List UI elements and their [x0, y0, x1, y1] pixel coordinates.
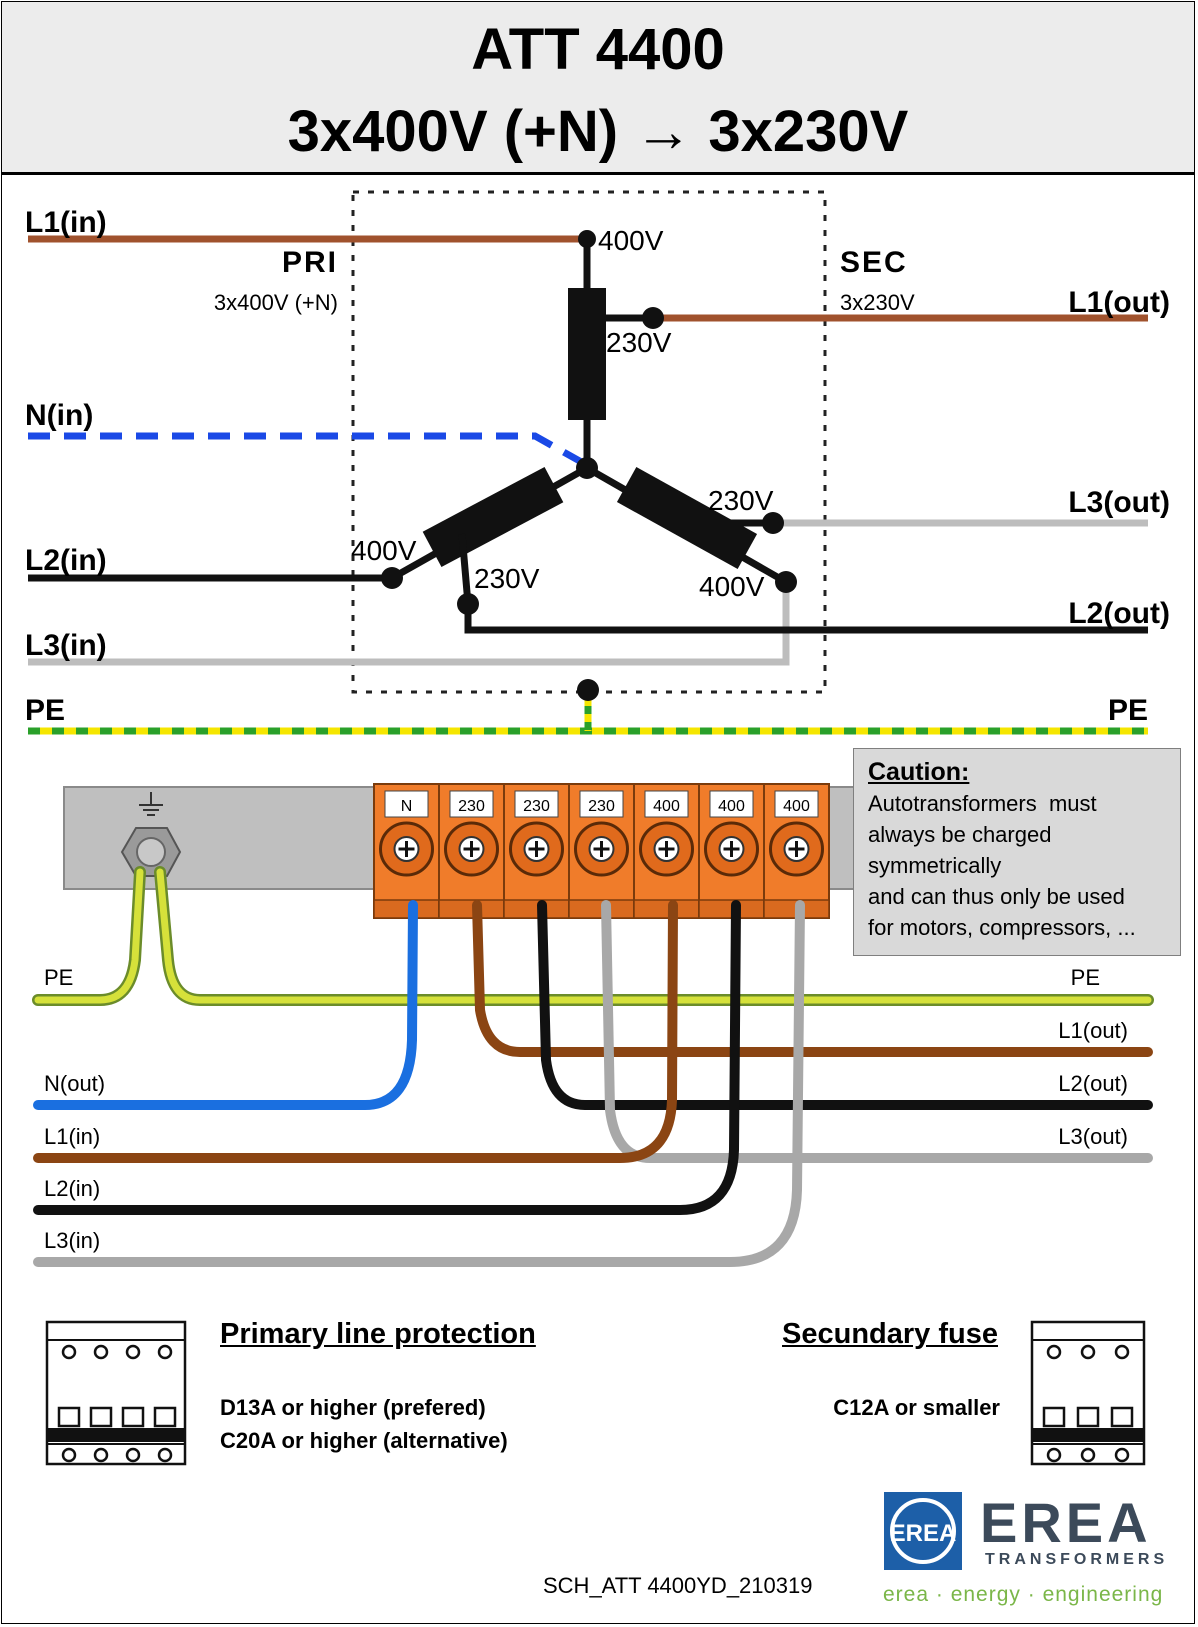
label-l2-out: L2(out): [1068, 597, 1170, 630]
pe-right-wire-core: [156, 868, 1152, 1004]
wire-label-l1-out: L1(out): [1058, 1018, 1128, 1043]
wire-label-l3-out: L3(out): [1058, 1124, 1128, 1149]
primary-protection-line-1: D13A or higher (prefered): [220, 1395, 486, 1420]
node-l3-230: [762, 512, 784, 534]
node-neutral: [576, 457, 598, 479]
breaker-4pole-icon: [45, 1320, 187, 1466]
subtitle: 3x400V (+N) → 3x230V: [287, 99, 909, 164]
caution-line-4: and can thus only be used: [868, 884, 1125, 909]
node-l3-400: [775, 571, 797, 593]
tap-label-l1-400: 400V: [598, 225, 664, 256]
terminal-label-5: 400: [718, 798, 745, 815]
secondary-fuse-title: Secundary fuse: [782, 1318, 998, 1350]
terminal-label-2: 230: [523, 798, 550, 815]
terminal-5: 400: [698, 783, 765, 919]
l3-in-line: [28, 582, 790, 666]
wire-label-l2-out: L2(out): [1058, 1071, 1128, 1096]
terminal-4: 400: [633, 783, 700, 919]
terminal-6: 400: [763, 783, 830, 919]
label-l2-in: L2(in): [25, 544, 107, 577]
document-id: SCH_ATT 4400YD_210319: [543, 1573, 813, 1598]
caution-line-1: Autotransformers must: [868, 791, 1097, 816]
brand-name: EREA: [980, 1491, 1152, 1554]
label-l3-in: L3(in): [25, 629, 107, 662]
terminal-1: 230: [438, 783, 505, 919]
brand-tagline: erea · energy · engineering: [883, 1583, 1164, 1606]
label-pe-in: PE: [25, 694, 65, 727]
brand-subtitle: TRANSFORMERS: [985, 1551, 1169, 1568]
erea-logo-icon: EREA: [884, 1492, 962, 1570]
tap-label-l2-230: 230V: [474, 563, 540, 594]
caution-line-3: symmetrically: [868, 853, 1002, 878]
wire-label-n-out: N(out): [44, 1071, 105, 1096]
n-out-wire: [33, 900, 418, 1110]
winding-l2: [422, 466, 564, 568]
label-l1-out: L1(out): [1068, 286, 1170, 319]
logo-letters: EREA: [890, 1520, 957, 1547]
l2-in-wire: [33, 900, 741, 1215]
terminal-label-1: 230: [458, 798, 485, 815]
ground-icon: [139, 792, 163, 816]
label-sec: SEC: [840, 246, 908, 279]
schematic: L1(in) N(in) L2(in) L3(in) PE L1(out) L3…: [25, 190, 1170, 735]
tap-label-l1-230: 230V: [606, 327, 672, 358]
caution-box: Caution: Autotransformers must always be…: [853, 748, 1181, 956]
earth-bolt-head: [136, 837, 166, 867]
caution-line-2: always be charged: [868, 822, 1052, 847]
terminal-label-4: 400: [653, 798, 680, 815]
terminal-label-6: 400: [783, 798, 810, 815]
l2-out-line: [464, 604, 1148, 634]
terminal-label-3: 230: [588, 798, 615, 815]
primary-protection-line-2: C20A or higher (alternative): [220, 1428, 508, 1453]
label-pri: PRI: [282, 246, 338, 279]
node-l1-400: [578, 230, 596, 248]
pe-left-wire-core: [34, 868, 144, 1004]
terminal-block: N 230 230 230 400 400 400: [373, 783, 830, 919]
caution-title: Caution:: [868, 758, 970, 786]
label-sec-voltage: 3x230V: [840, 290, 915, 315]
title-header: ATT 4400 3x400V (+N) → 3x230V: [1, 1, 1195, 175]
transformer-boundary: [351, 190, 827, 694]
l1-out-wire: [472, 900, 1153, 1057]
l3-in-wire: [33, 900, 805, 1267]
l3-out-wire: [601, 900, 1153, 1163]
node-l1-230: [642, 307, 664, 329]
label-n-in: N(in): [25, 399, 93, 432]
tap-label-l3-230: 230V: [708, 485, 774, 516]
title: ATT 4400: [471, 17, 725, 82]
terminal-2: 230: [503, 783, 570, 919]
tap-l2-230: [458, 533, 472, 605]
wire-label-l2-in: L2(in): [44, 1176, 100, 1201]
tap-label-l3-400: 400V: [699, 571, 765, 602]
wire-label-l1-in: L1(in): [44, 1124, 100, 1149]
label-pe-out: PE: [1108, 694, 1148, 727]
node-l2-400: [381, 567, 403, 589]
secondary-fuse-line-1: C12A or smaller: [833, 1395, 1000, 1420]
winding-l1: [568, 288, 606, 420]
terminal-3: 230: [568, 783, 635, 919]
tap-label-l2-400: 400V: [351, 535, 417, 566]
label-l3-out: L3(out): [1068, 486, 1170, 519]
terminal-rail: N 230 230 230 400 400 400: [63, 783, 885, 919]
wire-label-pe-right: PE: [1071, 965, 1100, 990]
label-pri-voltage: 3x400V (+N): [214, 290, 338, 315]
l1-in-wire: [33, 900, 678, 1163]
label-l1-in: L1(in): [25, 206, 107, 239]
terminal-0: N: [373, 783, 440, 919]
winding-l3: [616, 467, 758, 569]
wiring-lines: [32, 866, 1154, 1267]
caution-line-5: for motors, compressors, ...: [868, 915, 1136, 940]
node-pe: [577, 679, 599, 701]
n-in-line: [28, 432, 587, 468]
breaker-3pole-icon: [1030, 1320, 1146, 1466]
wire-label-pe-left: PE: [44, 965, 73, 990]
terminal-label-0: N: [401, 798, 413, 815]
wire-label-l3-in: L3(in): [44, 1228, 100, 1253]
node-l2-230: [457, 593, 479, 615]
primary-protection-title: Primary line protection: [220, 1318, 536, 1350]
l2-out-wire: [537, 900, 1153, 1110]
